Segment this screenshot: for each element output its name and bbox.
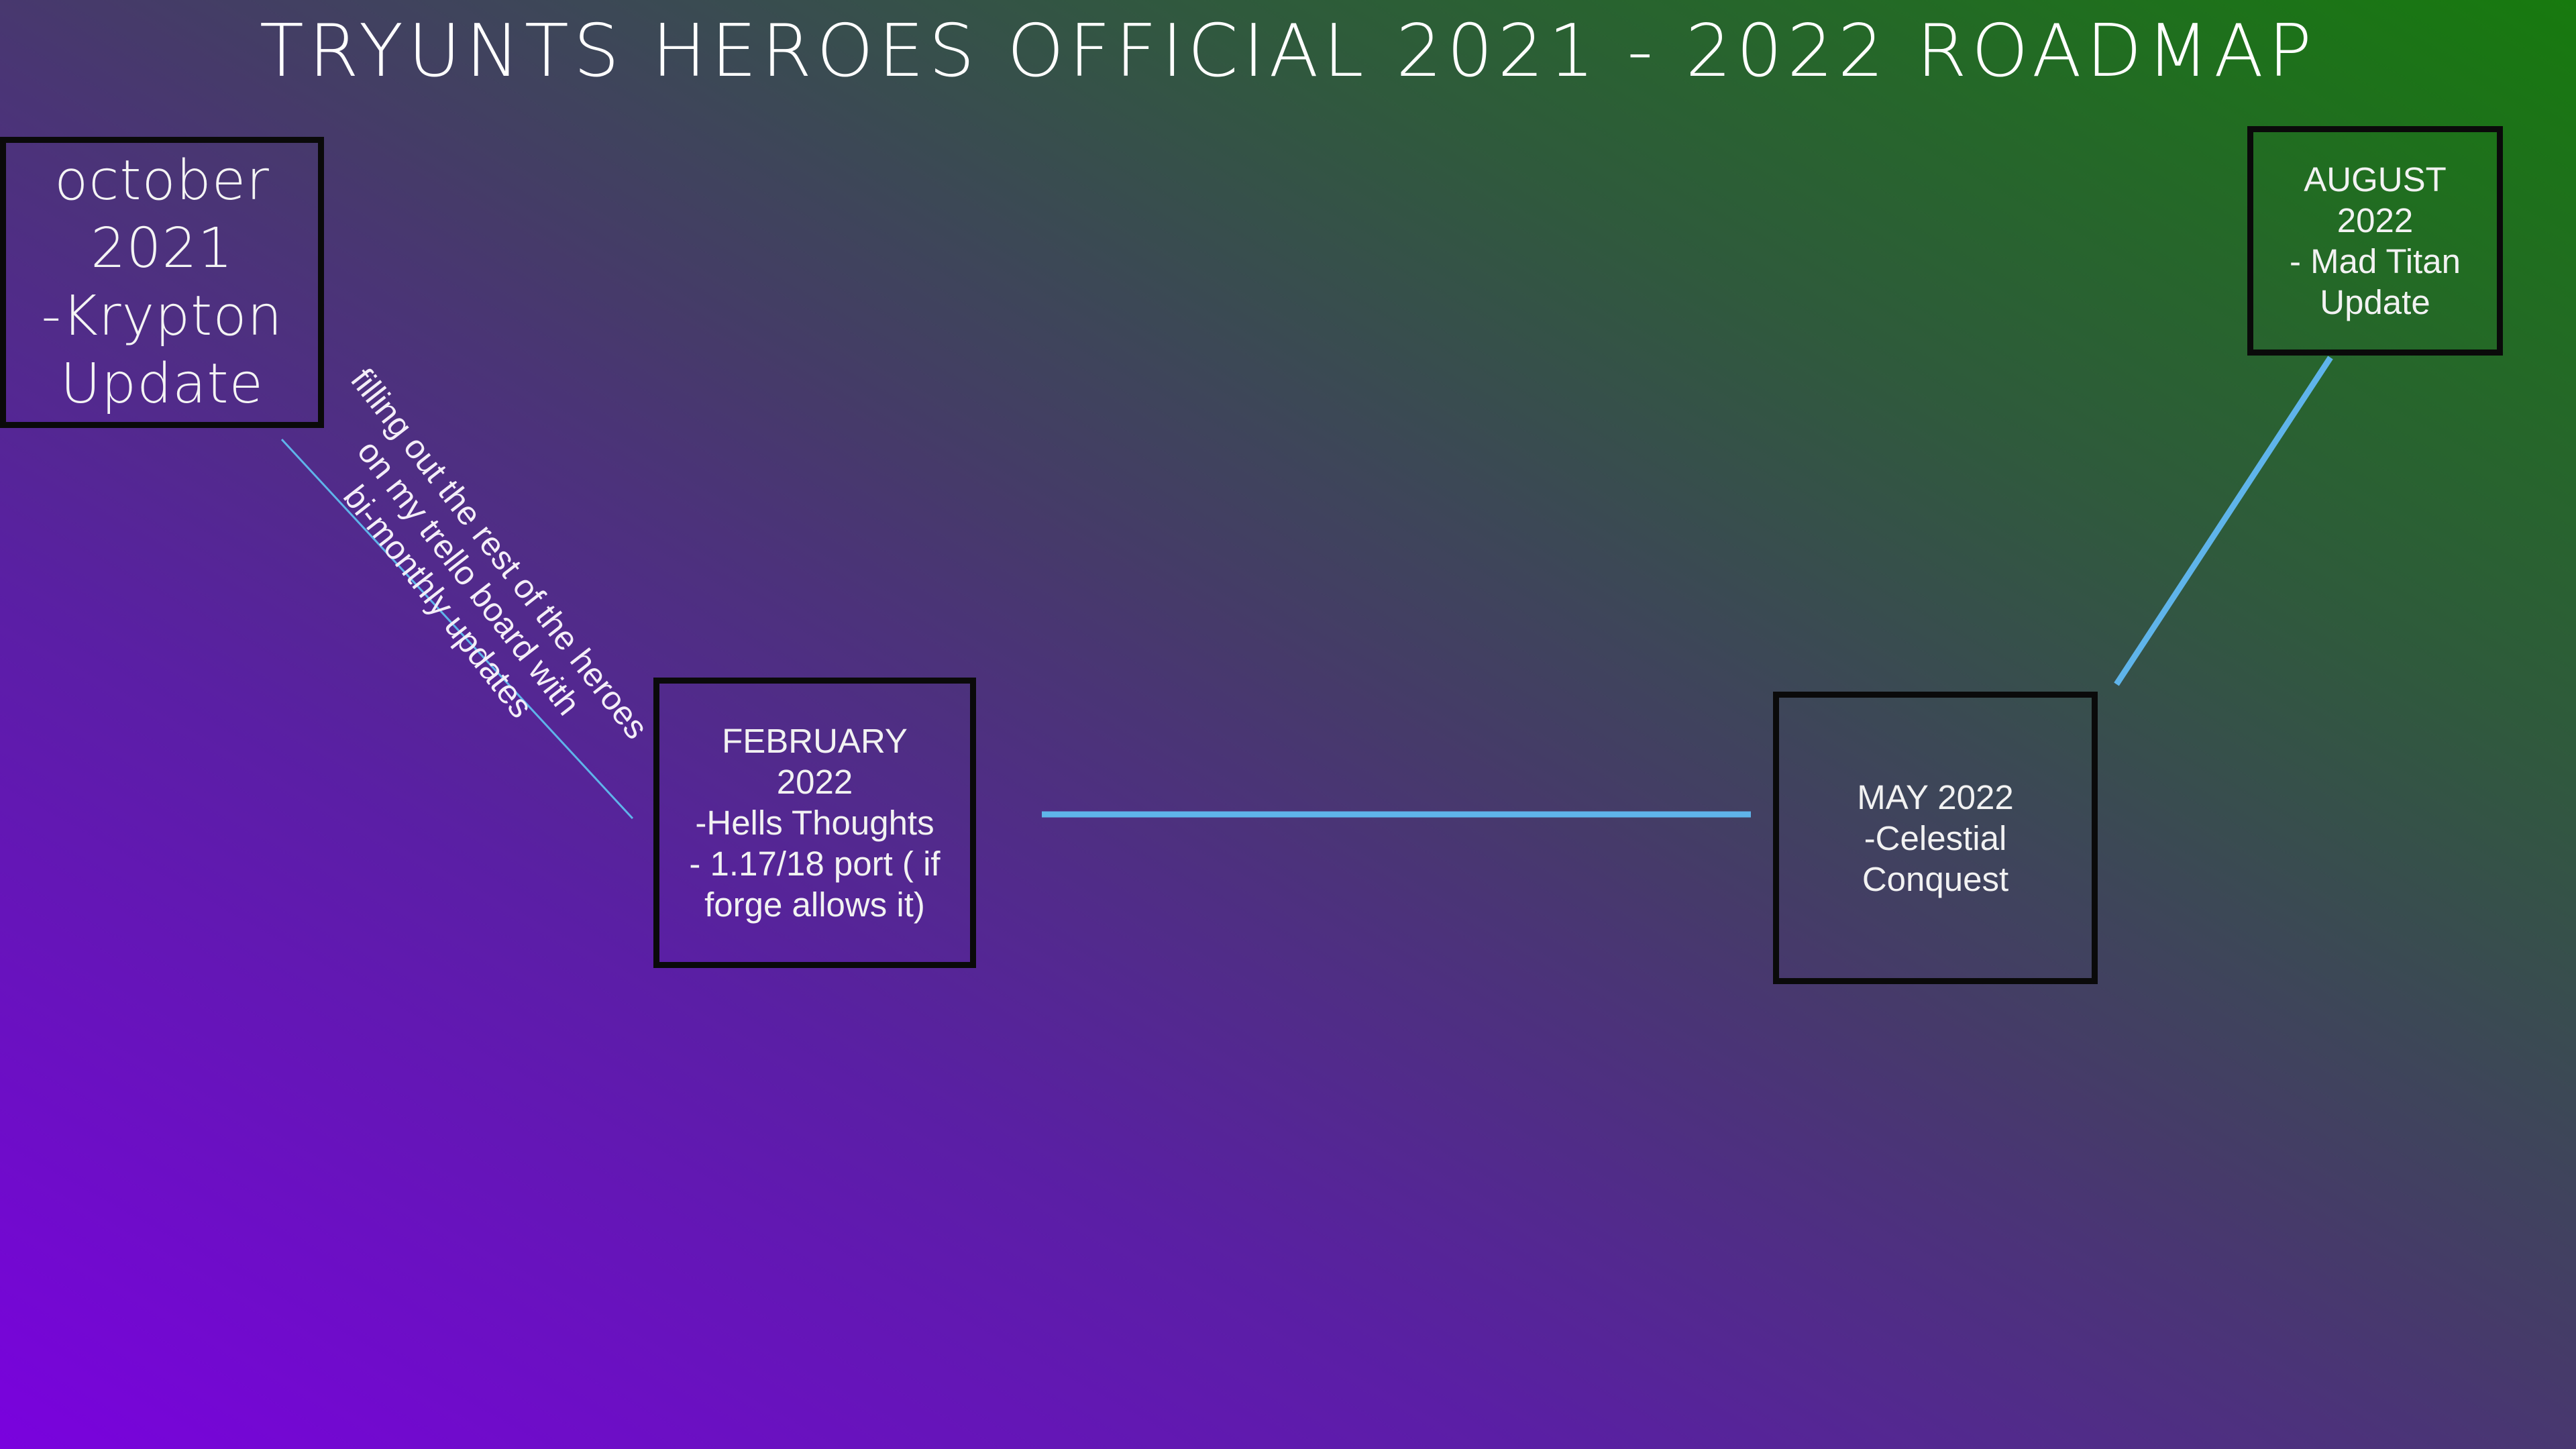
milestone-august-2022-text: AUGUST 2022 - Mad Titan Update — [2289, 160, 2461, 321]
milestone-may-2022: MAY 2022 -Celestial Conquest — [1773, 692, 2098, 984]
milestone-may-2022-text: MAY 2022 -Celestial Conquest — [1857, 777, 2014, 898]
milestone-february-2022-text: FEBRUARY 2022 -Hells Thoughts - 1.17/18 … — [689, 722, 941, 924]
milestone-february-2022: FEBRUARY 2022 -Hells Thoughts - 1.17/18 … — [653, 678, 976, 968]
milestone-august-2022: AUGUST 2022 - Mad Titan Update — [2247, 126, 2503, 356]
milestone-october-2021: october 2021 -Krypton Update — [0, 137, 324, 428]
connector-may-to-august — [2114, 356, 2333, 686]
roadmap-title: TRYUNTS HEROES OFFICIAL 2021 - 2022 ROAD… — [259, 9, 2317, 93]
connector-note: filling out the rest of the heroes on my… — [336, 361, 656, 746]
milestone-october-2021-text: october 2021 -Krypton Update — [41, 149, 283, 416]
